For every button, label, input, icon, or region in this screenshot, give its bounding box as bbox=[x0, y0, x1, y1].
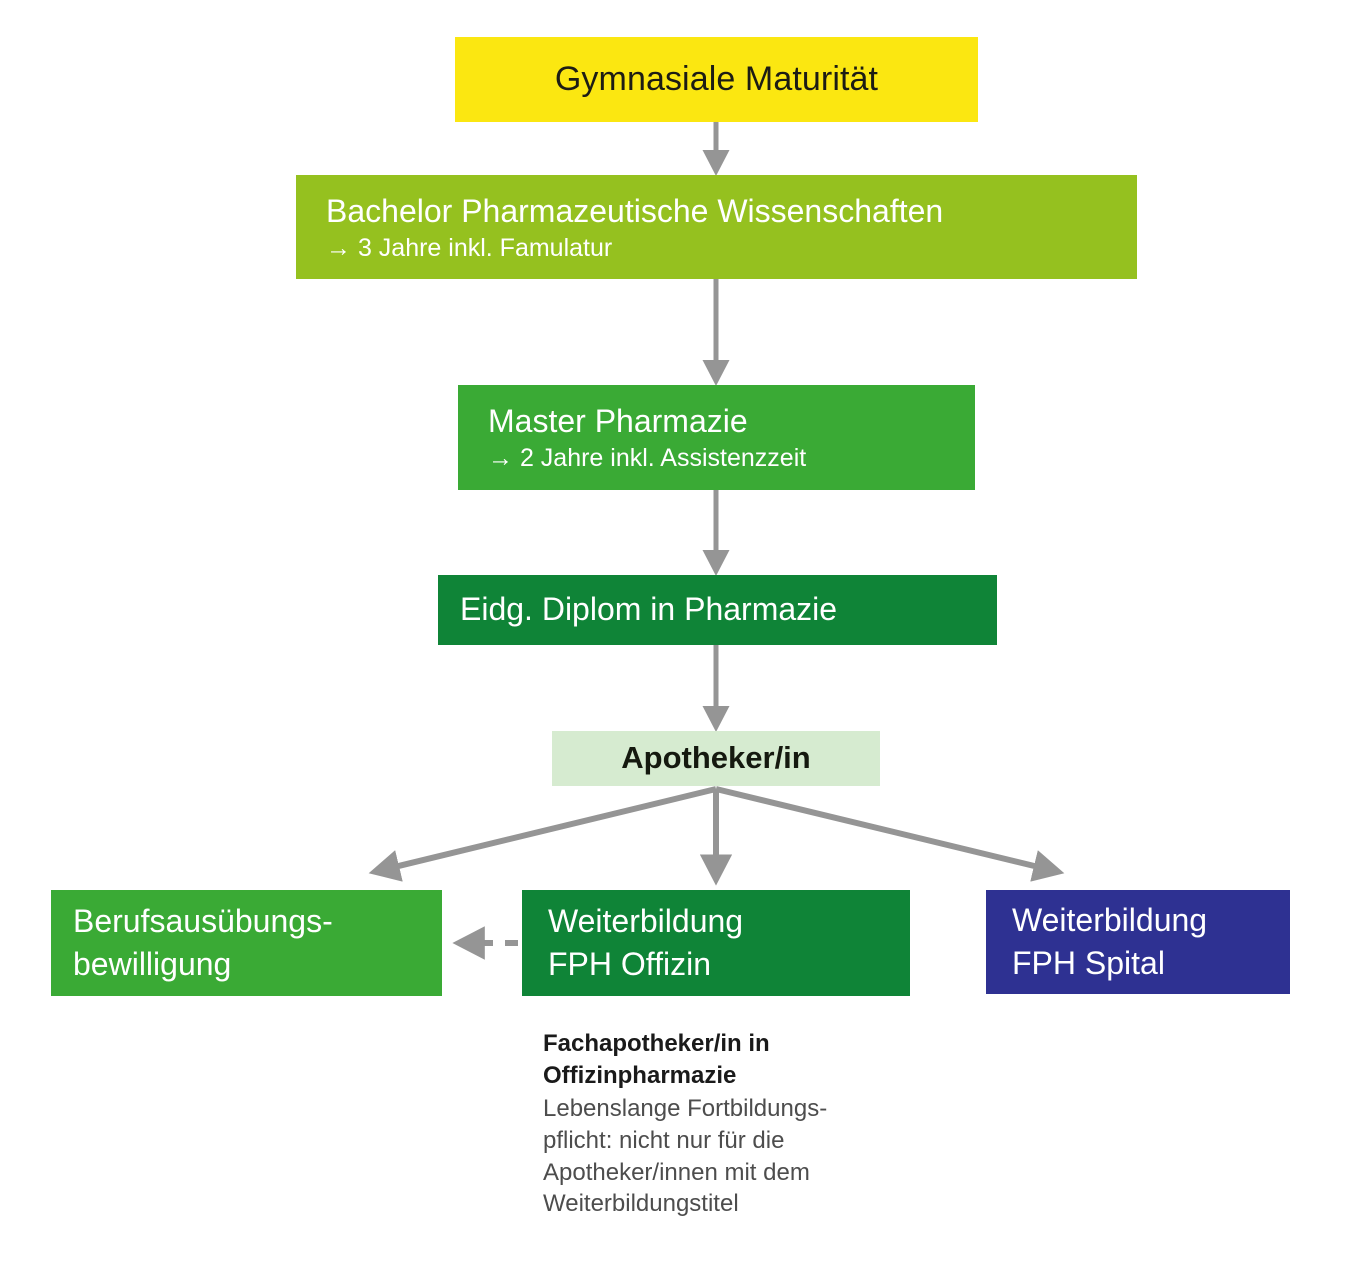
node-gymnasiale-maturitaet[interactable]: Gymnasiale Maturität bbox=[455, 37, 978, 122]
node-weiterbildung-fph-spital[interactable]: Weiterbildung FPH Spital bbox=[986, 890, 1290, 994]
node-title: Weiterbildung FPH Offizin bbox=[548, 903, 744, 982]
node-title: Gymnasiale Maturität bbox=[554, 60, 879, 99]
arrow-apotheker-to-fph-spital bbox=[715, 786, 1065, 882]
node-title: Berufsausübungs- bewilligung bbox=[73, 903, 333, 982]
node-berufsausuebungsbewilligung[interactable]: Berufsausübungs- bewilligung bbox=[51, 890, 442, 996]
node-master-pharmazie[interactable]: Master Pharmazie → 2 Jahre inkl. Assiste… bbox=[458, 385, 975, 490]
node-title: Master Pharmazie bbox=[488, 403, 748, 440]
arrow-apotheker-to-berufsausuebung bbox=[368, 786, 717, 882]
node-eidg-diplom-in-pharmazie[interactable]: Eidg. Diplom in Pharmazie bbox=[438, 575, 997, 645]
node-apotheker-in[interactable]: Apotheker/in bbox=[552, 731, 880, 786]
node-title: Bachelor Pharmazeutische Wissenschaften bbox=[326, 192, 944, 229]
node-subtitle: → 2 Jahre inkl. Assistenzzeit bbox=[488, 444, 807, 473]
node-title: Eidg. Diplom in Pharmazie bbox=[460, 591, 838, 628]
caption-heading: Fachapotheker/in in Offizinpharmazie bbox=[543, 1030, 770, 1089]
node-bachelor-pharmazeutische-wissenschaften[interactable]: Bachelor Pharmazeutische Wissenschaften … bbox=[296, 175, 1137, 279]
node-title: Weiterbildung FPH Spital bbox=[1012, 902, 1208, 981]
caption-body: Lebenslange Fortbildungs- pflicht: nicht… bbox=[543, 1095, 828, 1218]
node-subtitle: → 3 Jahre inkl. Famulatur bbox=[326, 233, 613, 262]
caption-fachapotheker-offizinpharmazie: Fachapotheker/in in Offizinpharmazie Leb… bbox=[543, 1028, 943, 1220]
node-title: Apotheker/in bbox=[621, 740, 811, 776]
node-weiterbildung-fph-offizin[interactable]: Weiterbildung FPH Offizin bbox=[522, 890, 910, 996]
